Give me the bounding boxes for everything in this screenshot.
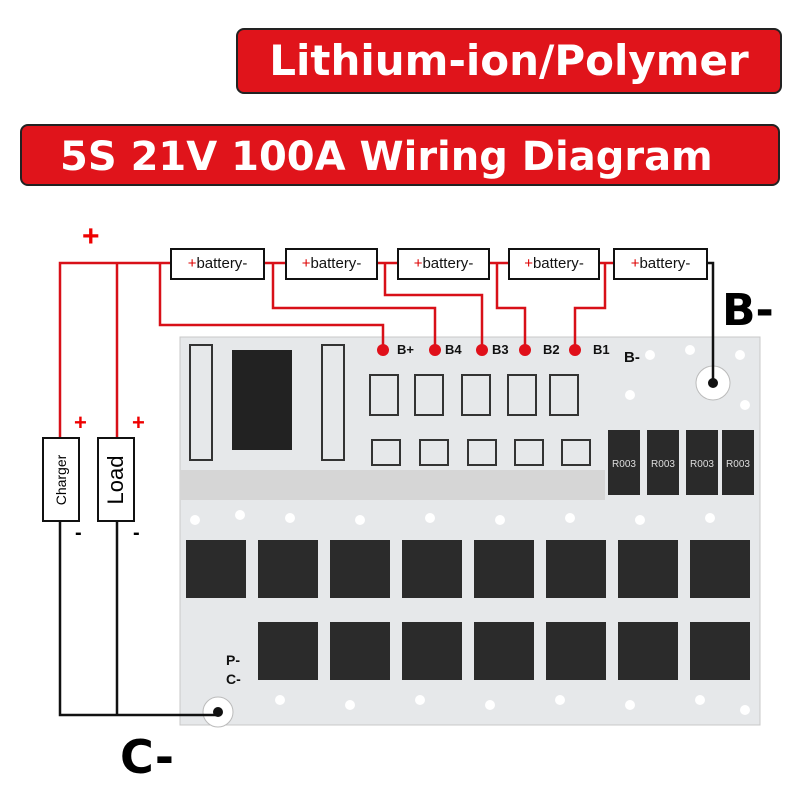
board-cminus-label: C- [226,671,241,687]
pad-label: B+ [397,342,414,357]
board-bminus-label: B- [624,349,640,366]
resistor-label: R003 [651,459,675,470]
resistor-label: R003 [690,459,714,470]
load-plus: + [132,410,145,435]
title-banner: Lithium-ion/Polymer [236,28,782,94]
charger-plus: + [74,410,87,435]
solder-strip [180,470,605,500]
pad-label: B4 [445,342,462,357]
charger-minus: - [75,522,82,544]
red-wires [58,261,613,440]
battery-cell-1: +battery- [170,248,265,280]
pad-label: B1 [593,342,610,357]
holes [190,345,750,715]
pad-dots [377,344,581,356]
battery-cell-4: +battery- [508,248,600,280]
black-wires [58,261,715,717]
terminal-c-minus-label: C- [120,730,174,784]
smd-components [189,344,591,466]
mosfets [186,540,750,680]
terminal-b-minus-label: B- [722,285,774,336]
bms-ic-chip [232,350,292,450]
board-pminus-label: P- [226,652,240,668]
subtitle-banner: 5S 21V 100A Wiring Diagram [20,124,780,186]
battery-cell-2: +battery- [285,248,378,280]
shunt-resistors: R003 R003 R003 R003 [608,430,754,495]
resistor-label: R003 [726,459,750,470]
resistor-label: R003 [612,459,636,470]
battery-cell-5: +battery- [613,248,708,280]
battery-cell-3: +battery- [397,248,490,280]
pad-label: B2 [543,342,560,357]
main-plus-label: + [82,220,100,253]
pad-label: B3 [492,342,509,357]
load-box: Load [97,437,135,522]
load-minus: - [133,522,140,544]
charger-box: Charger [42,437,80,522]
